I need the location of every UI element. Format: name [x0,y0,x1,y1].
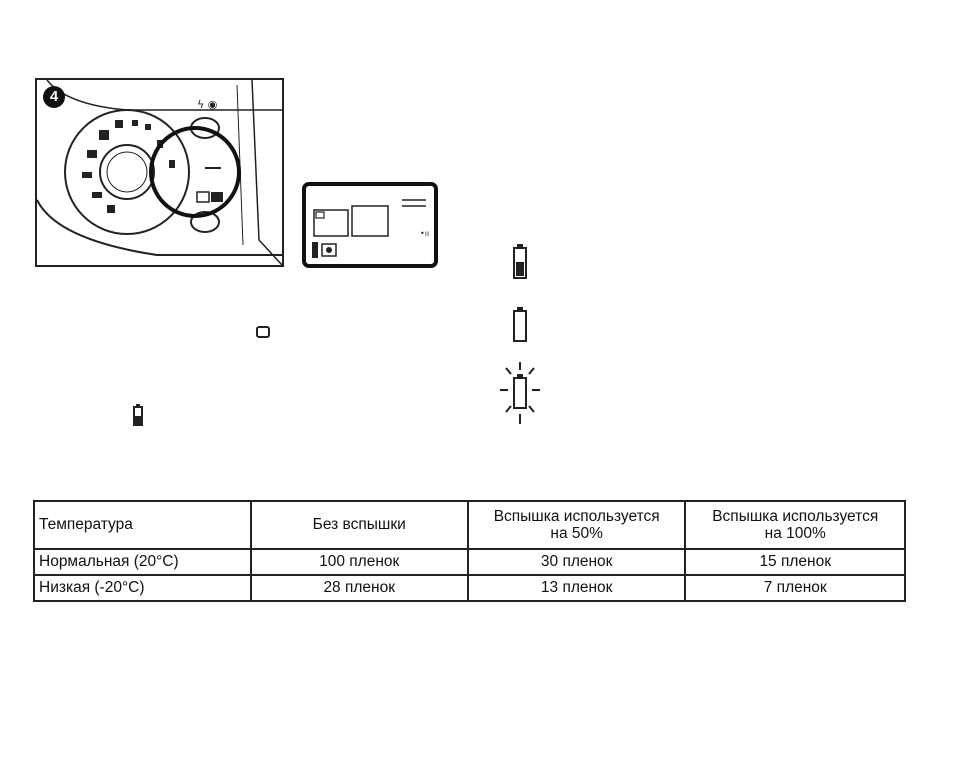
cell-no-flash: 100 пленок [251,549,468,575]
table-row: Низкая (-20°C) 28 пленок 13 пленок 7 пле… [34,575,905,601]
battery-blinking-icon [498,360,542,426]
battery-full-icon [510,242,530,282]
header-no-flash: Без вспышки [251,501,468,549]
battery-capacity-table: Температура Без вспышки Вспышка использу… [33,500,906,602]
cell-flash-100: 15 пленок [685,549,905,575]
svg-text:ϟ ◉: ϟ ◉ [197,98,217,111]
header-temperature: Температура [34,501,251,549]
battery-empty-icon [510,305,530,345]
header-flash-100: Вспышка используется на 100% [685,501,905,549]
cell-no-flash: 28 пленок [251,575,468,601]
cell-flash-50: 13 пленок [468,575,686,601]
header-flash-50: Вспышка используется на 50% [468,501,686,549]
table-row: Нормальная (20°C) 100 пленок 30 пленок 1… [34,549,905,575]
battery-small-icon [132,402,144,428]
step-number-badge: 4 [43,86,65,108]
row-temperature-low: Низкая (-20°C) [34,575,251,601]
table-header-row: Температура Без вспышки Вспышка использу… [34,501,905,549]
cell-flash-100: 7 пленок [685,575,905,601]
single-frame-icon [255,324,271,340]
camera-top-illustration: ϟ ◉ 4 [35,78,284,267]
lcd-display-icon: •ıı [302,182,438,268]
camera-mode-dial-icon: ϟ ◉ [37,80,282,265]
row-temperature-normal: Нормальная (20°C) [34,549,251,575]
svg-text:•ıı: •ıı [420,229,429,238]
cell-flash-50: 30 пленок [468,549,686,575]
